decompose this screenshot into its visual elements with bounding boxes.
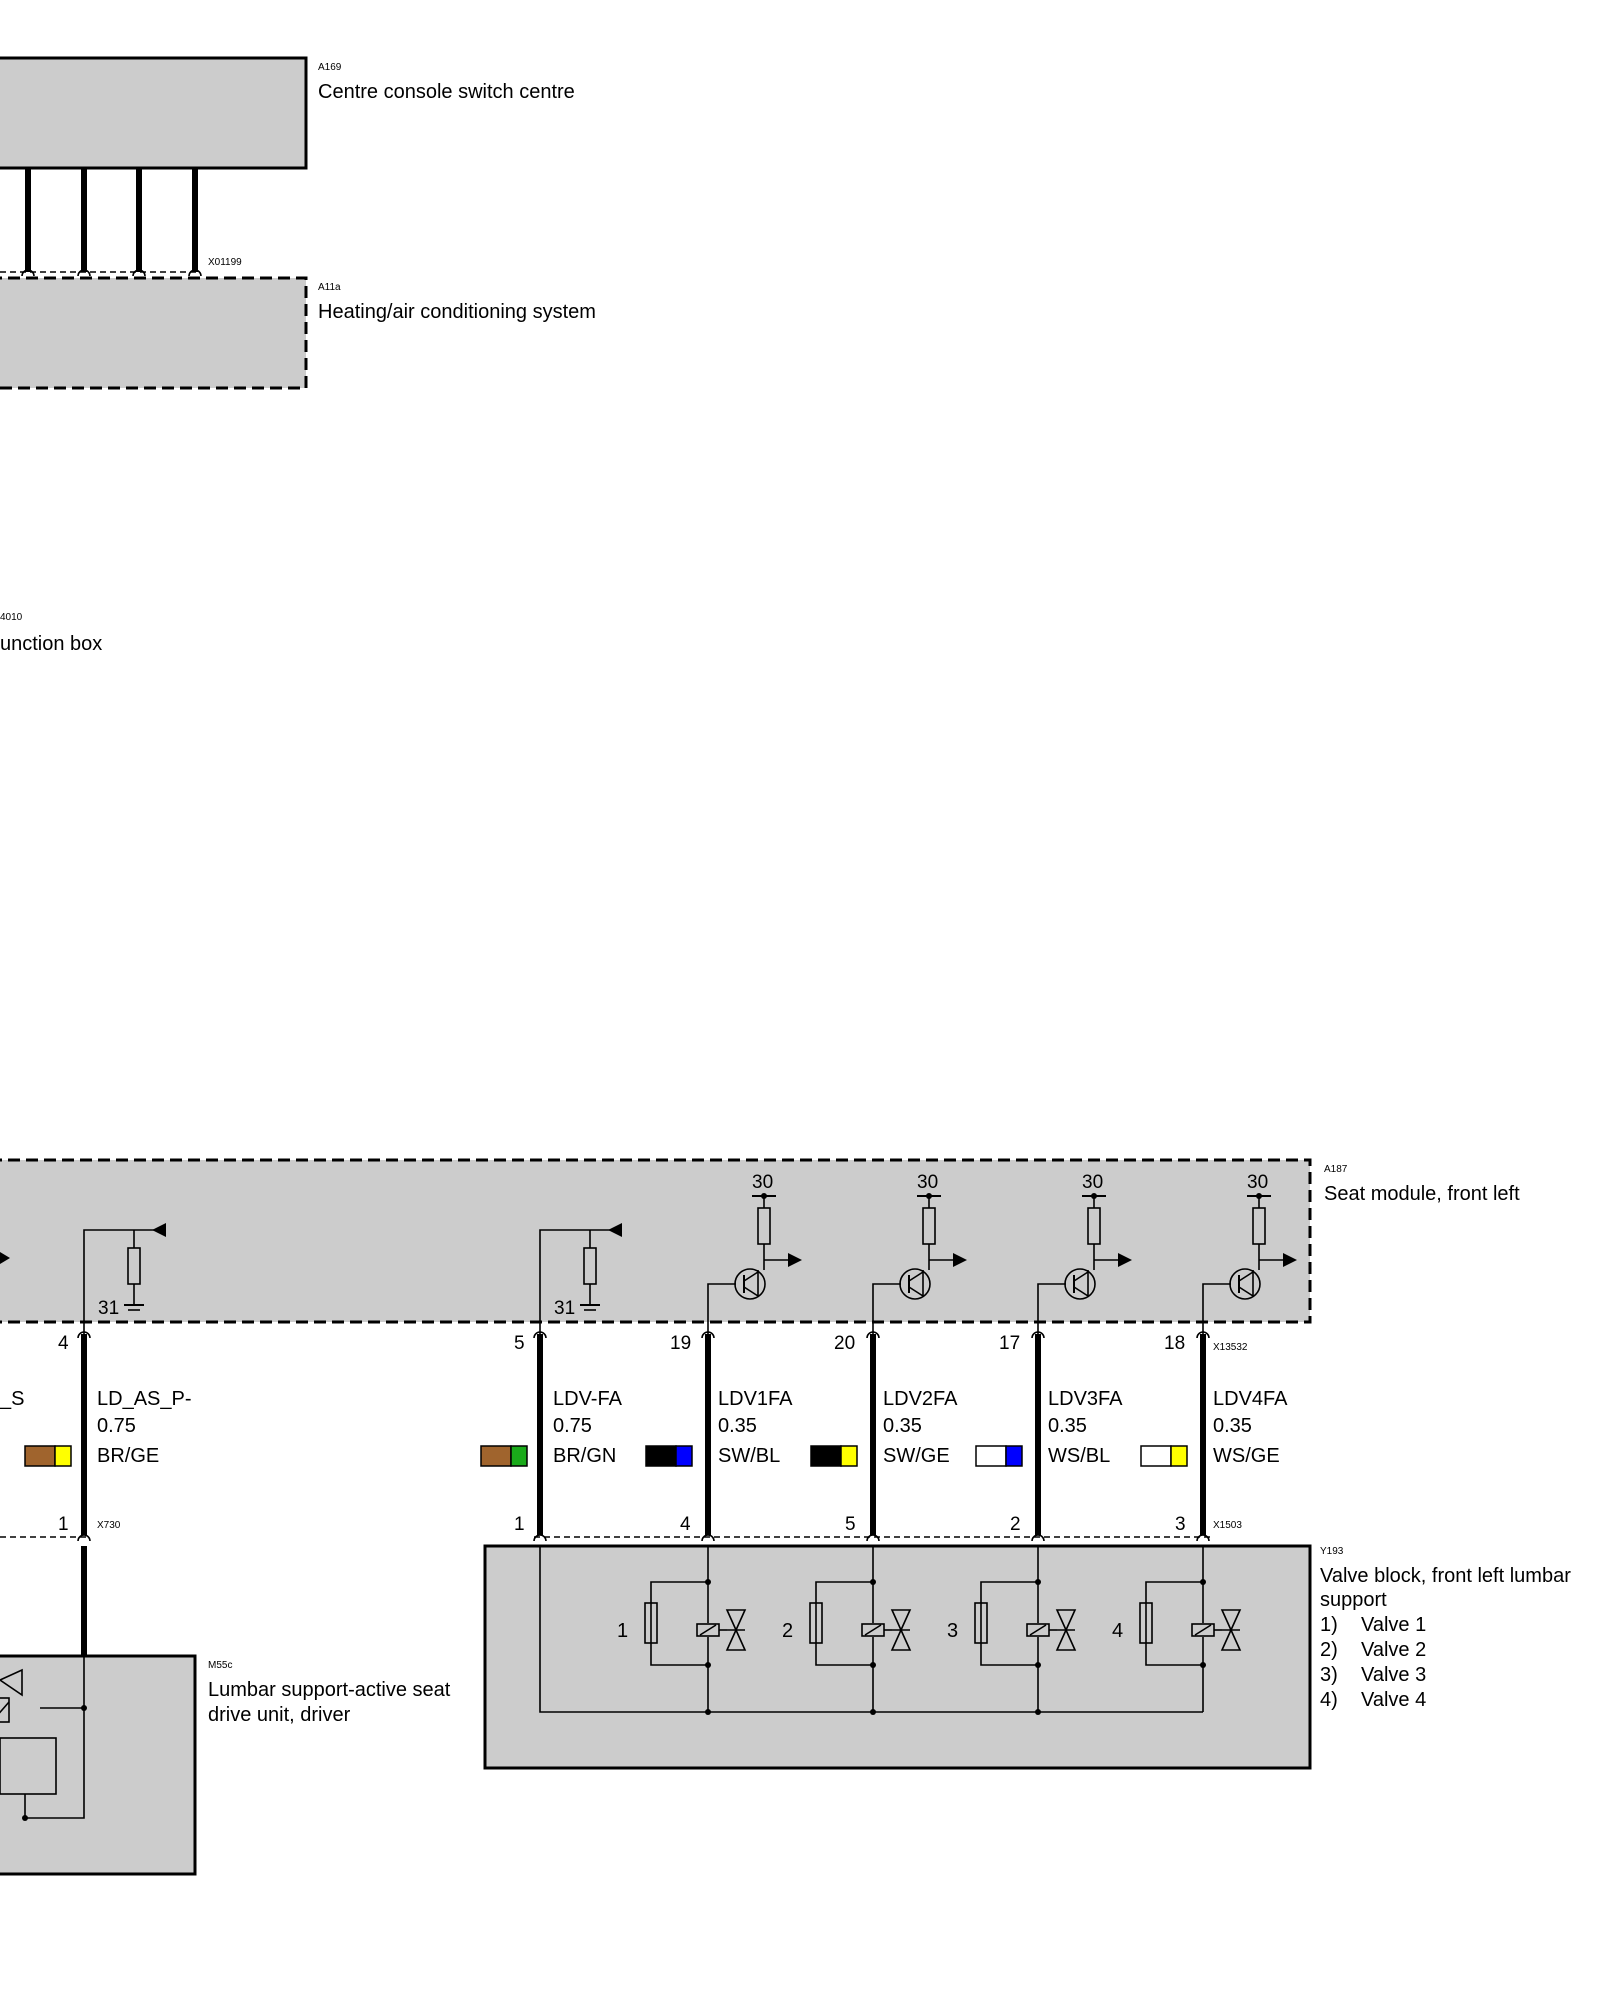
a11a-name: Heating/air conditioning system — [318, 301, 596, 323]
a169-box — [0, 56, 308, 170]
y193-legend-text-1: Valve 1 — [1361, 1614, 1426, 1636]
a169-name: Centre console switch centre — [318, 81, 575, 103]
y193-name-line2: support — [1320, 1589, 1387, 1611]
wire-signal-ldv1fa: LDV1FA — [718, 1388, 793, 1410]
pin-bottom-1-x730: 1 — [58, 1514, 69, 1535]
a11a-id: A11a — [318, 282, 341, 293]
wire-size-ld-as-p: 0.75 — [97, 1415, 136, 1437]
supply-30-label-4: 30 — [1247, 1172, 1268, 1193]
m55c-id: M55c — [208, 1660, 232, 1671]
wire-color-swatch-ldv2fa-2 — [840, 1445, 858, 1467]
wire-signal-ldv-fa: LDV-FA — [553, 1388, 623, 1410]
x01199-label: X01199 — [208, 257, 242, 268]
wire-size-ldv4fa: 0.35 — [1213, 1415, 1252, 1437]
a169-wires — [0, 168, 202, 277]
valve-number-2: 2 — [782, 1620, 793, 1642]
wire-signal-ldv3fa: LDV3FA — [1048, 1388, 1123, 1410]
wire-color-swatch-ldv1fa-2 — [675, 1445, 693, 1467]
y193-legend-num-4: 4) — [1320, 1689, 1338, 1711]
wire-color-swatch-ldv1fa-1 — [645, 1445, 677, 1467]
y193-legend-num-3: 3) — [1320, 1664, 1338, 1686]
pin-top-19: 19 — [670, 1333, 691, 1354]
wire-color-ld-as-p: BR/GE — [97, 1445, 159, 1467]
wire-signal-ld-as-p: LD_AS_P- — [97, 1388, 192, 1410]
x730-label: X730 — [97, 1520, 121, 1531]
y193-name-line1: Valve block, front left lumbar — [1320, 1565, 1571, 1587]
pin-bottom-5: 5 — [845, 1514, 856, 1535]
ground-31-label-1: 31 — [98, 1298, 119, 1319]
m55c-name-line1: Lumbar support-active seat — [208, 1679, 451, 1701]
y193-id: Y193 — [1320, 1546, 1344, 1557]
x1503-label: X1503 — [1213, 1520, 1242, 1531]
wire-size-ldv2fa: 0.35 — [883, 1415, 922, 1437]
pin-top-5: 5 — [514, 1333, 525, 1354]
partial-arrow-icon — [0, 1252, 10, 1264]
wire-color-swatch-ldv-fa-2 — [510, 1445, 528, 1467]
a187-name: Seat module, front left — [1324, 1183, 1520, 1205]
wire-color-ldv-fa: BR/GN — [553, 1445, 616, 1467]
pin-bottom-4: 4 — [680, 1514, 691, 1535]
junction-box-id: 4010 — [0, 612, 23, 623]
driver-stage-4 — [1202, 1193, 1297, 1334]
harness-wires — [0, 1331, 1210, 1656]
pin-top-18: 18 — [1164, 1333, 1185, 1354]
pin-top-4: 4 — [58, 1333, 69, 1354]
driver-stage-3 — [1037, 1193, 1132, 1334]
pin-bottom-3: 3 — [1175, 1514, 1186, 1535]
wire-signal-ldv2fa: LDV2FA — [883, 1388, 958, 1410]
wire-color-ldv4fa: WS/GE — [1213, 1445, 1280, 1467]
wire-color-swatch-ldv4fa-1 — [1140, 1445, 1172, 1467]
a187-box — [0, 1158, 1312, 1324]
wire-color-ldv2fa: SW/GE — [883, 1445, 950, 1467]
wire-color-ldv1fa: SW/BL — [718, 1445, 780, 1467]
y193-legend-text-4: Valve 4 — [1361, 1689, 1426, 1711]
a169-id: A169 — [318, 62, 342, 73]
y193-legend-num-2: 2) — [1320, 1639, 1338, 1661]
wire-color-swatch-partial-2 — [54, 1445, 72, 1467]
wire-color-swatch-ldv3fa-2 — [1005, 1445, 1023, 1467]
y193-legend-text-3: Valve 3 — [1361, 1664, 1426, 1686]
a187-id: A187 — [1324, 1164, 1348, 1175]
y193-internals — [539, 1546, 1241, 1715]
m55c-internals — [0, 1656, 87, 1821]
valve-number-1: 1 — [617, 1620, 628, 1642]
wire-color-swatch-ldv-fa-1 — [480, 1445, 512, 1467]
supply-30-label-2: 30 — [917, 1172, 938, 1193]
ground-31-label-2: 31 — [554, 1298, 575, 1319]
junction-box-name: unction box — [0, 633, 102, 655]
m55c-box — [0, 1654, 197, 1876]
y193-legend-text-2: Valve 2 — [1361, 1639, 1426, 1661]
wire-signal-partial: _S — [0, 1388, 24, 1410]
a11a-box — [0, 276, 308, 390]
pin-top-17: 17 — [999, 1333, 1020, 1354]
wire-color-swatch-ldv2fa-1 — [810, 1445, 842, 1467]
ground-resistor-1 — [83, 1223, 166, 1334]
driver-stage-1 — [707, 1193, 802, 1334]
valve-number-4: 4 — [1112, 1620, 1123, 1642]
y193-legend-num-1: 1) — [1320, 1614, 1338, 1636]
wire-size-ldv3fa: 0.35 — [1048, 1415, 1087, 1437]
pin-top-20: 20 — [834, 1333, 855, 1354]
pin-bottom-2: 2 — [1010, 1514, 1021, 1535]
pin-bottom-1: 1 — [514, 1514, 525, 1535]
driver-stage-2 — [872, 1193, 967, 1334]
wire-color-swatch-ldv4fa-2 — [1170, 1445, 1188, 1467]
wire-color-ldv3fa: WS/BL — [1048, 1445, 1110, 1467]
supply-30-label-3: 30 — [1082, 1172, 1103, 1193]
ground-resistor-2 — [539, 1223, 622, 1334]
wire-color-swatch-ldv3fa-1 — [975, 1445, 1007, 1467]
x13532-label: X13532 — [1213, 1342, 1248, 1353]
y193-box — [483, 1544, 1312, 1770]
wire-size-ldv1fa: 0.35 — [718, 1415, 757, 1437]
valve-number-3: 3 — [947, 1620, 958, 1642]
wire-size-ldv-fa: 0.75 — [553, 1415, 592, 1437]
m55c-name-line2: drive unit, driver — [208, 1704, 351, 1726]
wire-color-swatch-partial-1 — [24, 1445, 56, 1467]
supply-30-label-1: 30 — [752, 1172, 773, 1193]
wire-signal-ldv4fa: LDV4FA — [1213, 1388, 1288, 1410]
